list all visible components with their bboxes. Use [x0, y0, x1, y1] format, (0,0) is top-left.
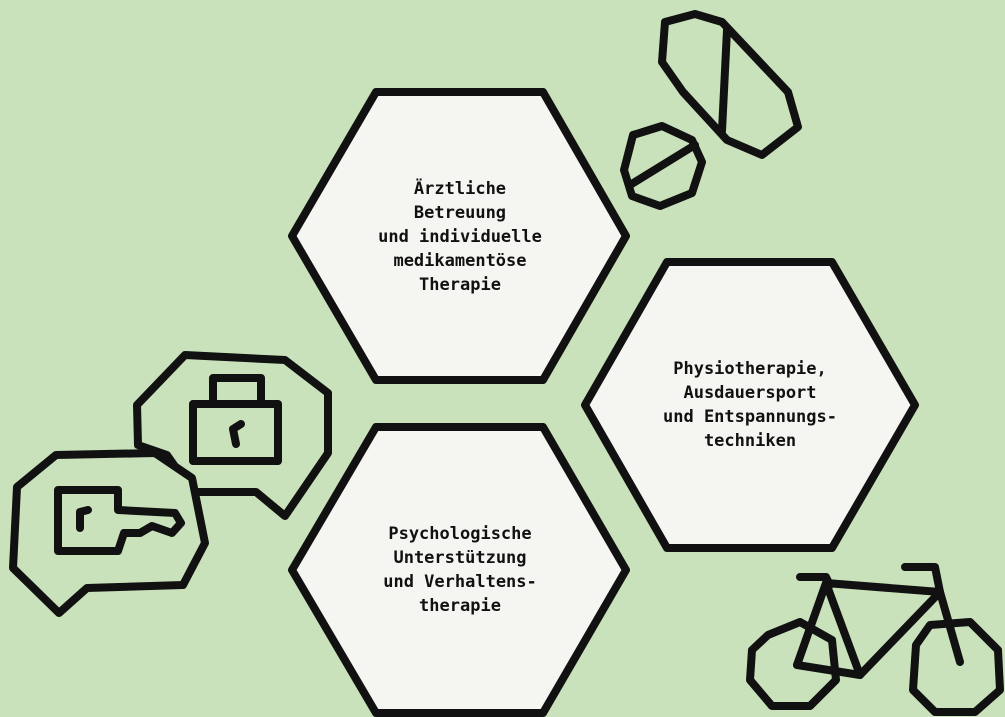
hexagon-physio: [581, 258, 919, 552]
psychological-support-text: Psychologische Unterstützung und Verhalt…: [383, 524, 537, 616]
lock-speech-bubble-icon: [133, 351, 332, 520]
hexagon-psycho-label: Psychologische Unterstützung und Verhalt…: [320, 445, 600, 695]
key-speech-bubble-icon: [9, 449, 209, 617]
bicycle-icon: [746, 563, 1004, 716]
physiotherapy-text: Physiotherapie, Ausdauersport und Entspa…: [663, 359, 837, 451]
pills-icon: [620, 10, 802, 210]
hexagon-physio-label: Physiotherapie, Ausdauersport und Entspa…: [612, 280, 888, 530]
hexagon-medical-label: Ärztliche Betreuung und individuelle med…: [320, 110, 600, 364]
hexagon-psycho: [288, 423, 630, 717]
medical-therapy-text: Ärztliche Betreuung und individuelle med…: [378, 179, 542, 295]
hexagon-medical: [288, 88, 630, 384]
